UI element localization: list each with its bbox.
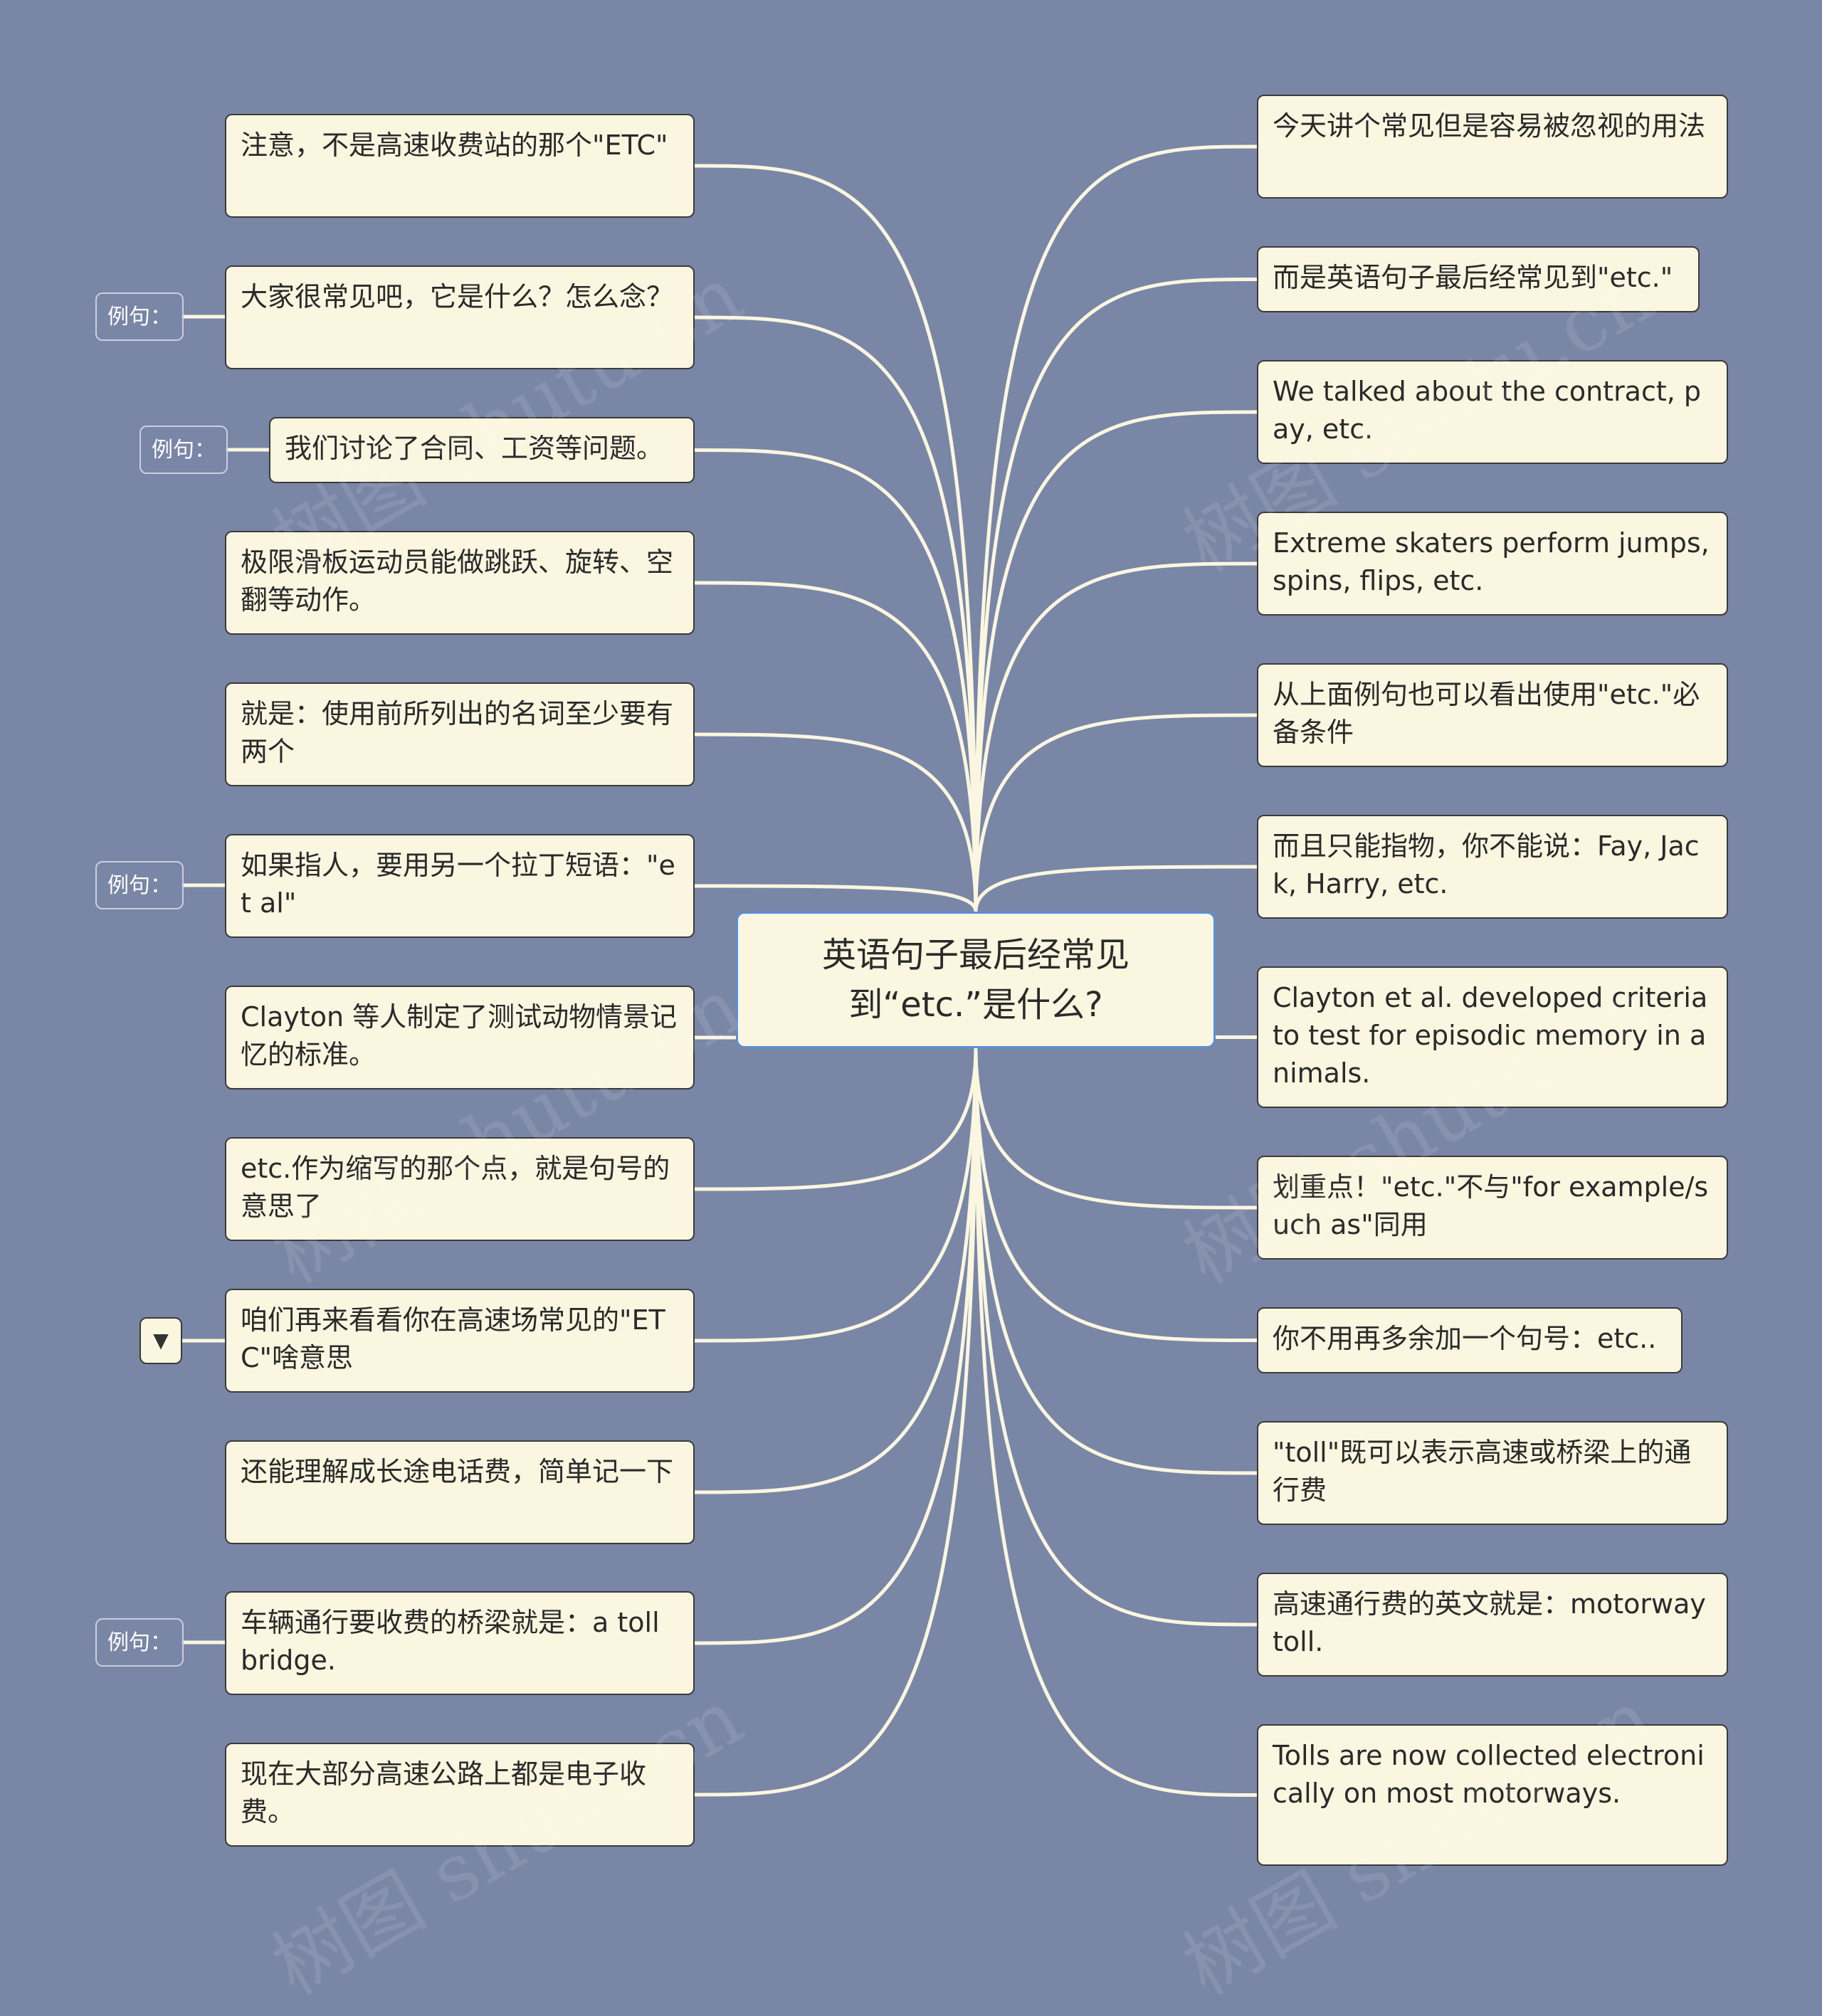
example-tag[interactable]: 例句：	[139, 426, 228, 474]
left-topic-3[interactable]: 我们讨论了合同、工资等问题。	[269, 417, 695, 483]
left-link-11	[693, 1046, 978, 1645]
left-topic-8[interactable]: etc.作为缩写的那个点，就是句号的意思了	[225, 1137, 695, 1241]
example-tag[interactable]: 例句：	[95, 1618, 184, 1667]
left-link-10	[693, 1046, 978, 1494]
left-topic-1[interactable]: 注意，不是高速收费站的那个"ETC"	[225, 114, 695, 218]
right-topic-8[interactable]: 划重点！"etc."不与"for example/such as"同用	[1257, 1156, 1728, 1260]
right-link-8	[974, 1046, 1259, 1210]
right-topic-4[interactable]: Extreme skaters perform jumps, spins, fl…	[1257, 512, 1728, 616]
connector-lines	[180, 144, 1259, 1797]
left-topic-9[interactable]: 咱们再来看看你在高速场常见的"ETC"啥意思	[225, 1289, 695, 1393]
left-link-2	[693, 315, 978, 914]
left-link-1	[693, 164, 978, 914]
right-topic-9[interactable]: 你不用再多余加一个句号：etc..	[1257, 1307, 1683, 1373]
right-topic-11[interactable]: 高速通行费的英文就是：motorway toll.	[1257, 1573, 1728, 1677]
right-link-1	[974, 144, 1259, 914]
example-tag[interactable]: 例句：	[95, 292, 184, 341]
left-link-8	[693, 1046, 978, 1191]
right-link-2	[974, 278, 1259, 914]
right-topic-1[interactable]: 今天讲个常见但是容易被忽视的用法	[1257, 95, 1728, 199]
left-topic-4[interactable]: 极限滑板运动员能做跳跃、旋转、空翻等动作。	[225, 531, 695, 635]
left-topic-12[interactable]: 现在大部分高速公路上都是电子收费。	[225, 1743, 695, 1847]
right-topic-3[interactable]: We talked about the contract, pay, etc.	[1257, 360, 1728, 464]
example-tag[interactable]: 例句：	[95, 861, 184, 909]
right-link-12	[974, 1046, 1259, 1797]
left-topic-11[interactable]: 车辆通行要收费的桥梁就是：a toll bridge.	[225, 1591, 695, 1695]
left-link-4	[693, 581, 978, 914]
left-link-12	[693, 1046, 978, 1797]
right-link-3	[974, 410, 1259, 914]
right-link-5	[974, 713, 1259, 914]
left-topic-5[interactable]: 就是：使用前所列出的名词至少要有两个	[225, 682, 695, 786]
left-topic-6[interactable]: 如果指人，要用另一个拉丁短语："et al"	[225, 834, 695, 938]
right-link-10	[974, 1046, 1259, 1475]
right-topic-7[interactable]: Clayton et al. developed criteria to tes…	[1257, 966, 1728, 1108]
collapse-toggle-icon[interactable]: ▼	[139, 1317, 182, 1364]
left-topic-2[interactable]: 大家很常见吧，它是什么？怎么念？	[225, 265, 695, 369]
right-topic-12[interactable]: Tolls are now collected electronically o…	[1257, 1724, 1728, 1866]
root-topic[interactable]: 英语句子最后经常见到“etc.”是什么?	[736, 912, 1216, 1048]
left-topic-7[interactable]: Clayton 等人制定了测试动物情景记忆的标准。	[225, 986, 695, 1089]
left-topic-10[interactable]: 还能理解成长途电话费，简单记一下	[225, 1440, 695, 1544]
right-topic-6[interactable]: 而且只能指物，你不能说：Fay, Jack, Harry, etc.	[1257, 815, 1728, 919]
left-link-6	[693, 884, 978, 914]
right-link-6	[974, 865, 1259, 914]
right-link-4	[974, 561, 1259, 914]
right-topic-5[interactable]: 从上面例句也可以看出使用"etc."必备条件	[1257, 663, 1728, 767]
left-link-9	[693, 1046, 978, 1343]
left-link-3	[693, 448, 978, 914]
left-link-5	[693, 732, 978, 914]
right-topic-10[interactable]: "toll"既可以表示高速或桥梁上的通行费	[1257, 1421, 1728, 1525]
right-topic-2[interactable]: 而是英语句子最后经常见到"etc."	[1257, 246, 1700, 312]
right-link-11	[974, 1046, 1259, 1627]
right-link-9	[974, 1046, 1259, 1342]
